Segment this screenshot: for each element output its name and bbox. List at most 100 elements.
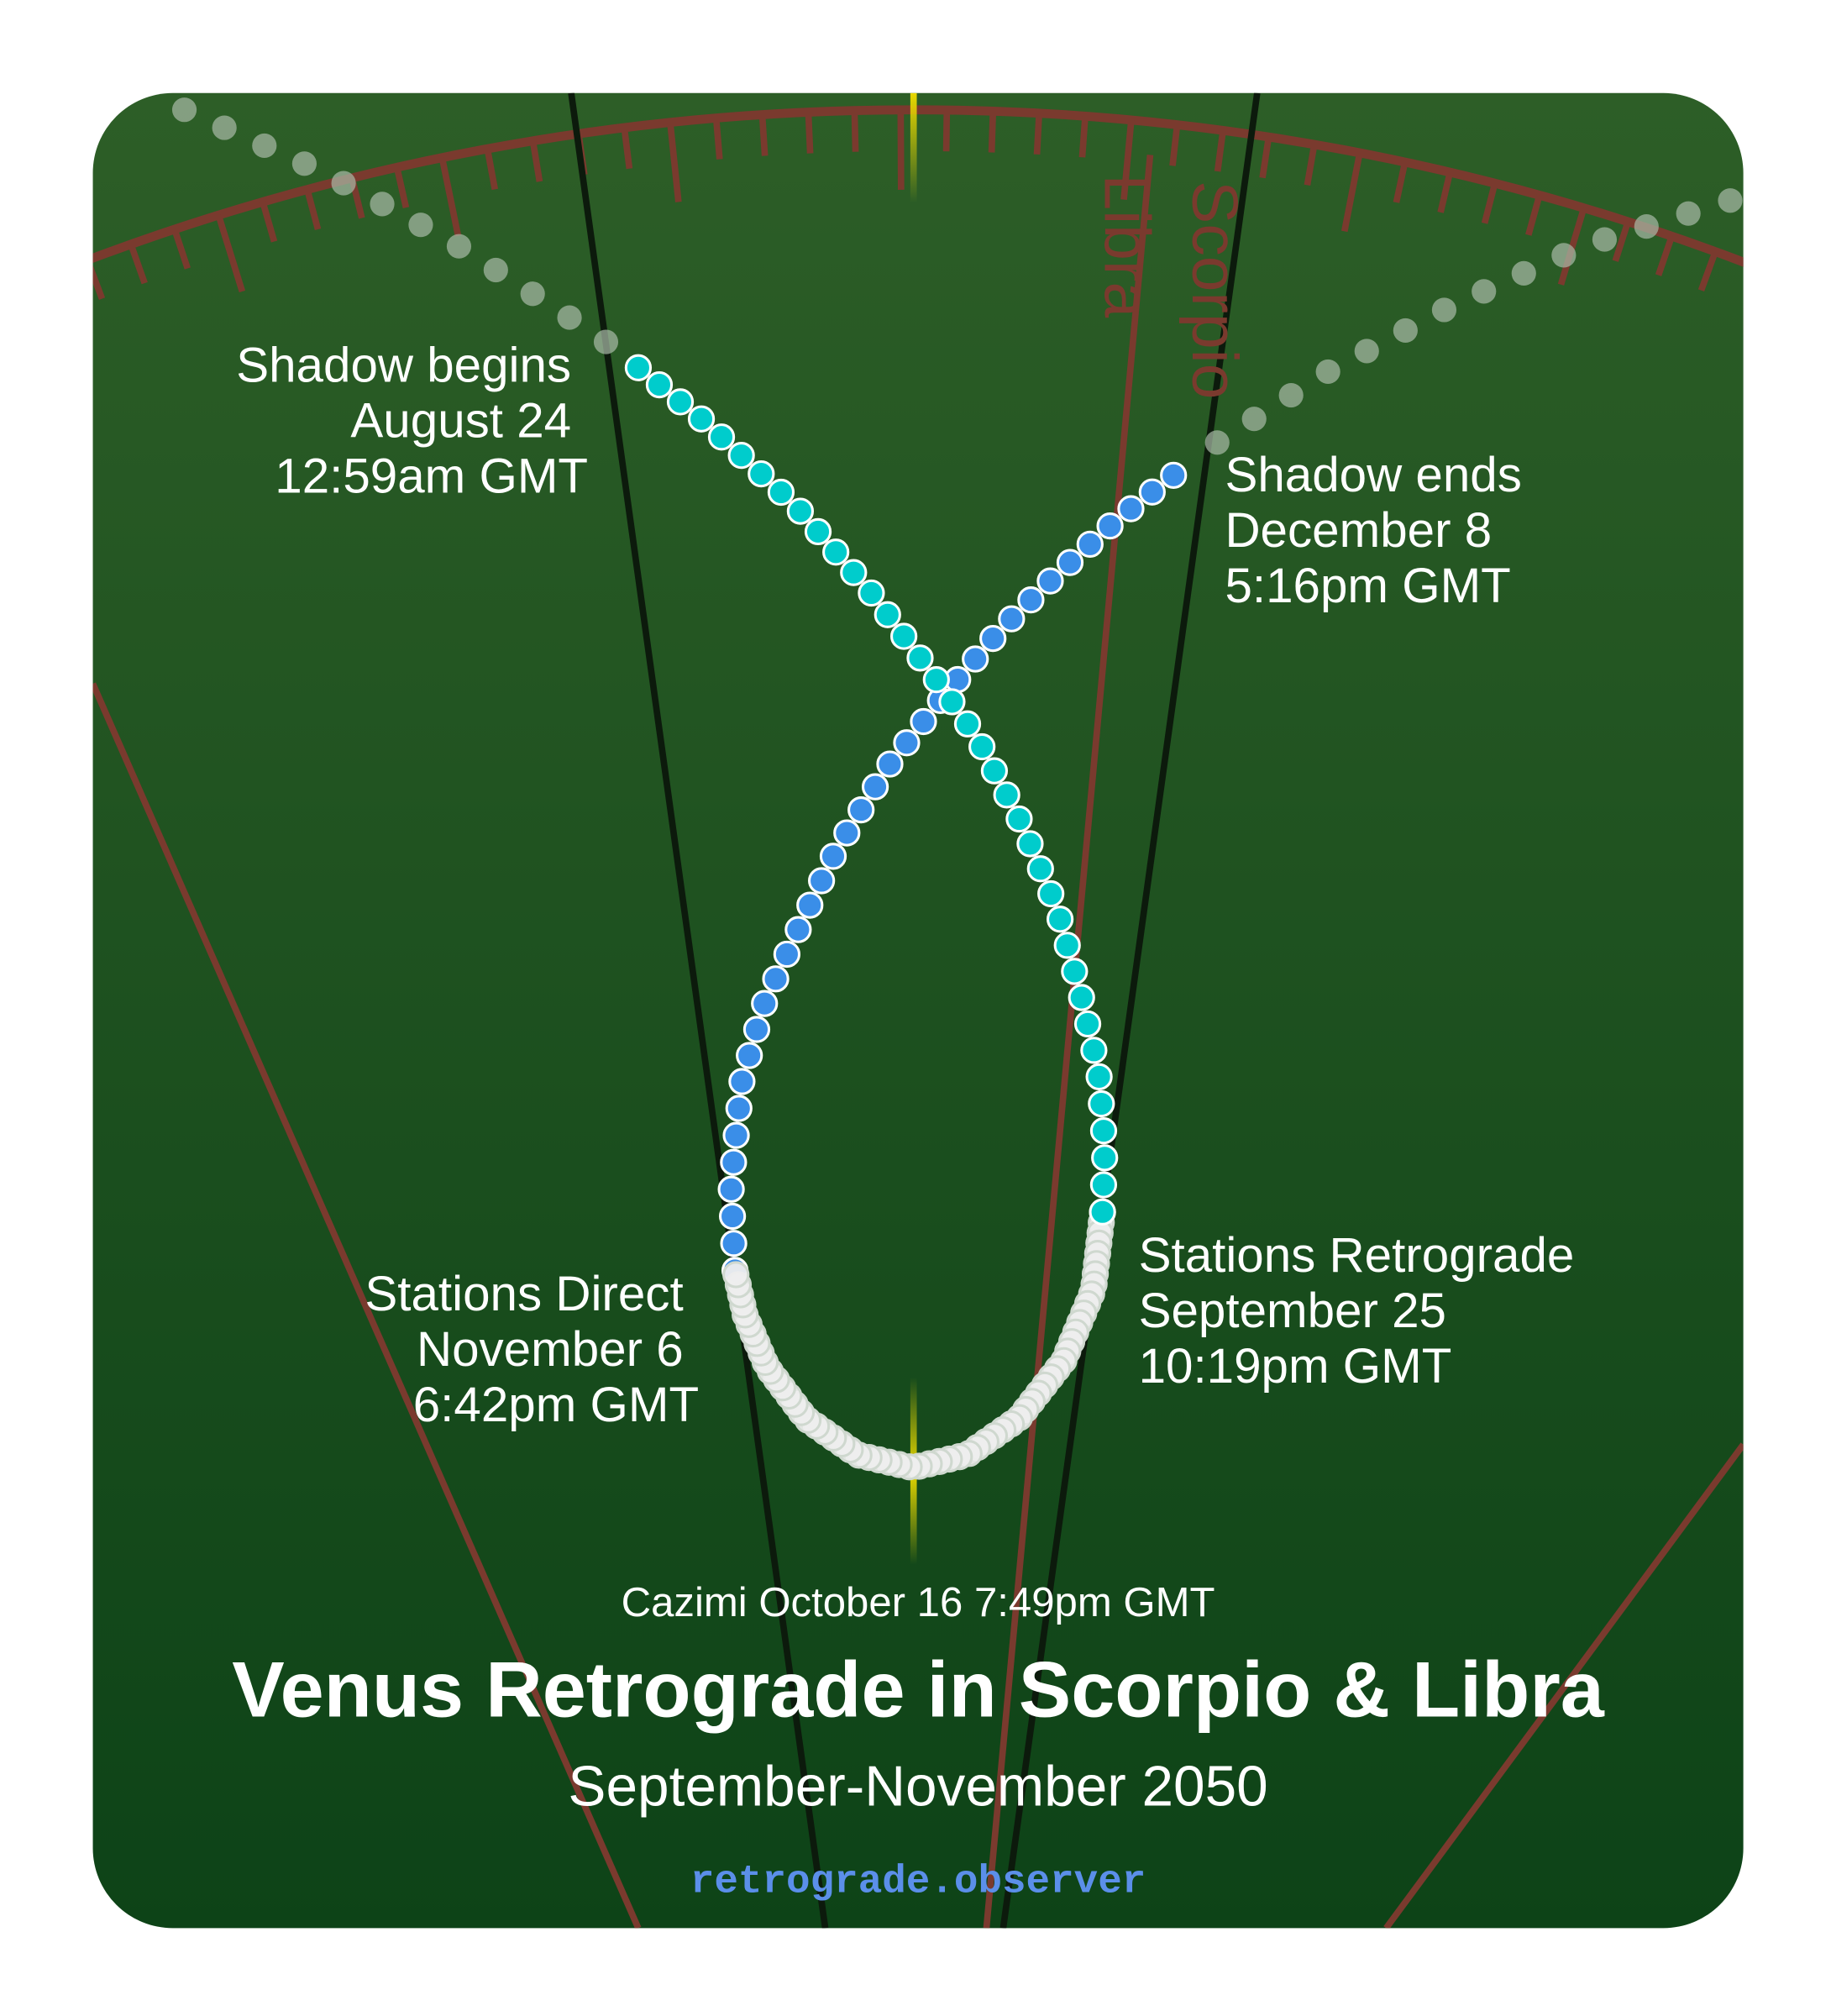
outside-shadow-dot: [1511, 260, 1536, 286]
pre-shadow-dot: [804, 517, 832, 546]
post-shadow-dot: [773, 940, 801, 969]
outside-shadow-dot: [557, 305, 582, 330]
pre-shadow-dot: [1089, 1171, 1118, 1199]
degree-tick: [1078, 116, 1089, 158]
pre-shadow-dot: [906, 644, 934, 672]
degree-tick: [1697, 250, 1718, 291]
shadow-boundary-line: [999, 92, 1261, 1929]
post-shadow-dot: [819, 843, 847, 870]
outside-shadow-dot: [483, 257, 508, 283]
degree-tick: [1557, 207, 1587, 286]
post-shadow-dot: [893, 729, 921, 757]
degree-tick: [758, 114, 769, 156]
outside-shadow-dot: [252, 133, 277, 159]
event-date: December 8: [1225, 503, 1492, 558]
pre-shadow-dot: [858, 579, 885, 607]
pre-shadow-dot: [874, 601, 901, 628]
degree-tick: [1393, 161, 1409, 203]
degree-tick: [1481, 182, 1498, 224]
post-shadow-dot: [1160, 461, 1188, 489]
outside-shadow-dot: [1278, 382, 1304, 408]
degree-tick: [215, 213, 246, 293]
degree-tick: [393, 166, 410, 209]
degree-tick: [128, 243, 148, 285]
card-background: [92, 92, 1744, 1929]
outside-shadow-dot: [331, 171, 356, 196]
post-shadow-dot: [720, 1230, 748, 1257]
pre-shadow-dot: [687, 405, 716, 433]
pre-shadow-dot: [840, 559, 868, 586]
degree-tick: [171, 228, 191, 270]
post-shadow-dot: [742, 1016, 771, 1043]
event-time: 5:16pm GMT: [1225, 559, 1510, 613]
pre-shadow-dot: [1085, 1063, 1113, 1091]
outside-shadow-dot: [593, 329, 619, 354]
pre-shadow-dot: [1061, 958, 1089, 985]
stations-direct-label: Stations Direct November 6 6:42pm GMT: [365, 1267, 699, 1432]
outside-shadow-dot: [520, 281, 545, 307]
degree-tick: [484, 148, 499, 191]
degree-tick: [712, 118, 723, 160]
degree-tick: [621, 127, 633, 170]
retrograde-dot: [722, 1261, 750, 1289]
pre-shadow-dot: [1068, 984, 1095, 1011]
degree-tick: [1304, 144, 1318, 186]
post-shadow-dot: [833, 819, 861, 847]
pre-shadow-dot: [1053, 932, 1081, 959]
outside-shadow-dot: [1472, 279, 1497, 304]
pre-shadow-dot: [993, 781, 1020, 809]
degree-tick: [1612, 220, 1631, 262]
event-date: September 25: [1139, 1284, 1446, 1338]
outside-shadow-dot: [212, 115, 237, 140]
outside-shadow-dot: [1241, 407, 1267, 432]
outside-shadow-dot: [1676, 201, 1701, 226]
post-shadow-dot: [725, 1095, 753, 1122]
post-shadow-dot: [1017, 586, 1045, 614]
degree-tick: [1169, 124, 1181, 166]
event-date: November 6: [417, 1322, 684, 1377]
post-shadow-dot: [1076, 530, 1104, 558]
degree-tick: [1525, 194, 1543, 236]
pre-shadow-dot: [666, 388, 695, 416]
event-time: 12:59am GMT: [275, 449, 588, 504]
sign-label-scorpio: Scorpio: [1178, 181, 1250, 399]
pre-shadow-dot: [1080, 1037, 1108, 1064]
degree-tick: [92, 259, 106, 300]
post-shadow-dot: [1096, 512, 1124, 540]
outside-shadow-dot: [1204, 430, 1230, 455]
degree-tick: [1655, 234, 1676, 276]
pre-shadow-dot: [1089, 1117, 1118, 1145]
page-subtitle: September-November 2050: [568, 1756, 1267, 1819]
post-shadow-dot: [1138, 478, 1166, 506]
pre-shadow-dot: [786, 497, 815, 525]
shadow-begins-label: Shadow begins August 24 12:59am GMT: [236, 339, 588, 504]
post-shadow-dot: [1056, 549, 1084, 576]
outside-shadow-dot: [408, 213, 433, 238]
sign-label-libra: Libra: [1091, 174, 1162, 318]
outside-shadow-dot: [446, 234, 472, 259]
site-link[interactable]: retrograde.observer: [690, 1859, 1146, 1904]
post-shadow-dot: [762, 965, 790, 993]
degree-tick: [304, 188, 322, 231]
post-shadow-dot: [722, 1121, 750, 1149]
post-shadow-dot: [876, 750, 904, 778]
pre-shadow-dot: [938, 688, 966, 716]
event-date: August 24: [350, 394, 571, 449]
pre-shadow-dot: [822, 538, 850, 566]
post-shadow-dot: [784, 916, 812, 943]
outside-shadow-dot: [171, 97, 197, 123]
outside-shadow-dot: [1551, 243, 1577, 268]
degree-tick: [851, 110, 859, 152]
pre-shadow-dot: [1005, 805, 1033, 833]
stations-retrograde-label: Stations Retrograde September 25 10:19pm…: [1139, 1228, 1575, 1394]
pre-shadow-dot: [624, 354, 653, 381]
post-shadow-dot: [718, 1202, 747, 1231]
post-shadow-dot: [910, 707, 937, 736]
degree-tick: [529, 140, 543, 182]
pre-shadow-dot: [890, 622, 918, 650]
outside-shadow-dot: [1354, 339, 1379, 364]
post-shadow-dot: [1036, 567, 1064, 595]
outside-shadow-dot: [1393, 318, 1418, 344]
pre-shadow-dot: [1088, 1089, 1115, 1118]
